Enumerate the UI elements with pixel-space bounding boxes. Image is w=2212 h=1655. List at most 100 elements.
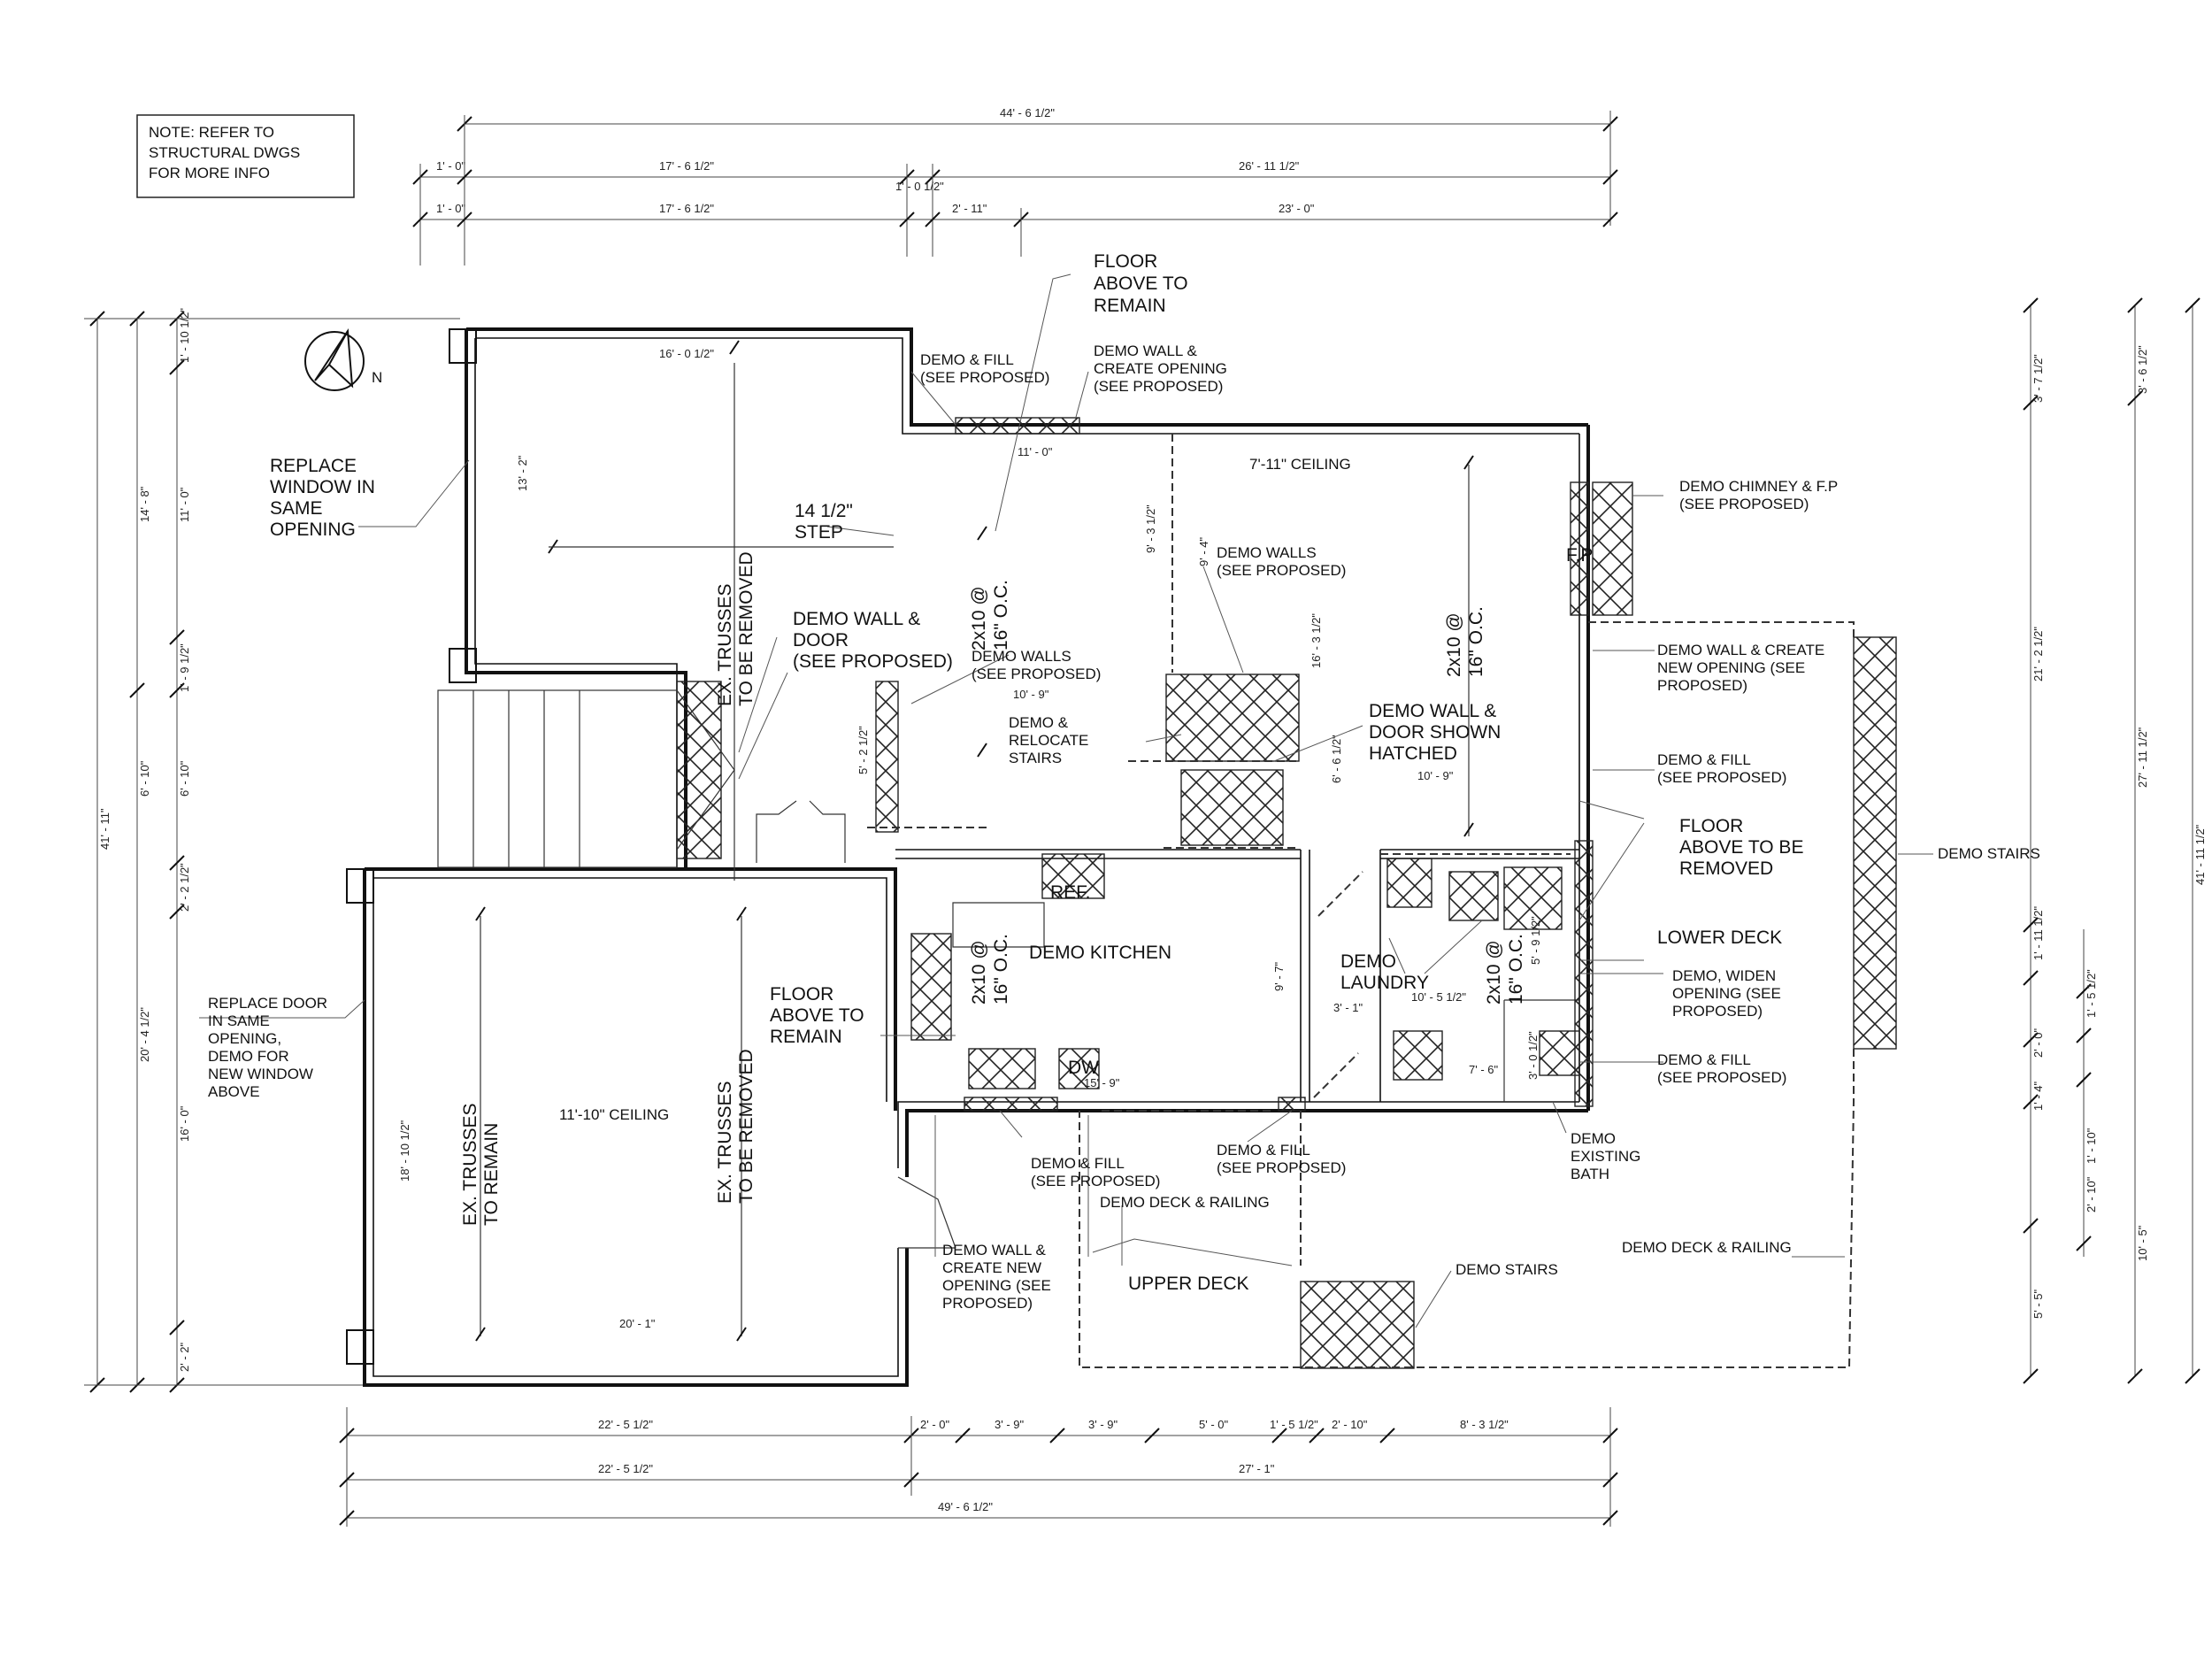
dim-bot-r1-g: 2' - 10" <box>1332 1418 1368 1431</box>
dim-left-overall: 41' - 11" <box>98 808 111 850</box>
dim-right-j: 2' - 10" <box>2085 1176 2098 1212</box>
label-demo-kitchen: DEMO KITCHEN <box>1029 943 1171 963</box>
label-demo-wall-create-new-r-2: NEW OPENING (SEE <box>1657 659 1805 676</box>
label-joist-d-2: 16" O.C. <box>1506 934 1526 1005</box>
label-demo-wall-create-new-b-3: OPENING (SEE <box>942 1277 1051 1294</box>
dim-bot-overall: 49' - 6 1/2" <box>938 1500 993 1513</box>
dim-top-r3-d: 23' - 0" <box>1279 202 1315 215</box>
label-replace-door-2: IN SAME <box>208 1012 270 1029</box>
label-demo-laundry-2: LAUNDRY <box>1340 973 1429 993</box>
dim-left-c: 1' - 10 1/2" <box>178 308 191 363</box>
label-replace-door-3: OPENING, <box>208 1030 281 1047</box>
label-upper-deck: UPPER DECK <box>1128 1274 1249 1294</box>
dim-3-0-5: 3' - 0 1/2" <box>1526 1031 1540 1080</box>
dim-left-g: 6' - 10" <box>178 760 191 797</box>
label-replace-door-1: REPLACE DOOR <box>208 995 327 1012</box>
label-floor-above-remain-mid-3: REMAIN <box>770 1027 842 1047</box>
dim-bot-r1-b: 2' - 0" <box>920 1418 949 1431</box>
dim-top-r2-b: 17' - 6 1/2" <box>659 159 714 173</box>
label-demo-wall-door-hatched-2: DOOR SHOWN <box>1369 722 1501 743</box>
label-ex-trusses-removed-top-1: EX. TRUSSES <box>715 584 735 707</box>
dim-9-3-5: 9' - 3 1/2" <box>1144 504 1157 553</box>
label-demo-walls-1-2: (SEE PROPOSED) <box>1217 562 1346 579</box>
label-demo-wall-door-2: DOOR <box>793 630 849 650</box>
label-demo-existing-bath-2: EXISTING <box>1571 1148 1640 1165</box>
label-demo-wall-door-hatched-1: DEMO WALL & <box>1369 701 1496 721</box>
dim-bot-r1-h: 8' - 3 1/2" <box>1460 1418 1509 1431</box>
dim-3-1: 3' - 1" <box>1333 1001 1363 1014</box>
label-demo-existing-bath-3: BATH <box>1571 1166 1609 1182</box>
label-demo-fill-b2-2: (SEE PROPOSED) <box>1217 1159 1346 1176</box>
label-replace-window-2: WINDOW IN <box>270 477 375 497</box>
note-line-2: STRUCTURAL DWGS <box>149 144 300 161</box>
label-joist-c-1: 2x10 @ <box>969 940 989 1005</box>
label-demo-deck-railing-2: DEMO DECK & RAILING <box>1622 1239 1792 1256</box>
interior-dimensions: 16' - 0 1/2" 13' - 2" 11' - 0" 9' - 3 1/… <box>398 347 1542 1330</box>
label-lower-deck: LOWER DECK <box>1657 928 1782 948</box>
label-replace-door-5: NEW WINDOW <box>208 1066 313 1082</box>
label-demo-widen-2: OPENING (SEE <box>1672 985 1781 1002</box>
label-demo-relocate-1: DEMO & <box>1009 714 1069 731</box>
dim-right-a: 3' - 6 1/2" <box>2136 345 2149 394</box>
label-demo-stairs-right: DEMO STAIRS <box>1938 845 2040 862</box>
dim-right-f: 1' - 5 1/2" <box>2085 969 2098 1018</box>
label-ex-trusses-removed-bot-1: EX. TRUSSES <box>715 1082 735 1205</box>
note-line-1: NOTE: REFER TO <box>149 124 274 141</box>
dim-11-0: 11' - 0" <box>1018 445 1053 458</box>
dim-18-10-5: 18' - 10 1/2" <box>398 1120 411 1182</box>
dim-10-5-5: 10' - 5 1/2" <box>1411 990 1466 1004</box>
label-ceiling-11-10: 11'-10" CEILING <box>559 1106 669 1123</box>
label-demo-chimney-1: DEMO CHIMNEY & F.P <box>1679 478 1838 495</box>
label-floor-above-remain-mid-1: FLOOR <box>770 984 833 1005</box>
dim-left-j: 2' - 2" <box>178 1343 191 1372</box>
label-floor-above-remain-top-3: REMAIN <box>1094 296 1166 316</box>
dim-top-r3-c: 2' - 11" <box>952 202 987 215</box>
label-demo-wall-create-new-b-4: PROPOSED) <box>942 1295 1033 1312</box>
dim-top-r2-c: 1' - 0 1/2" <box>895 180 944 193</box>
label-ex-trusses-removed-top-2: TO BE REMOVED <box>736 551 757 706</box>
label-demo-fill-b1-2: (SEE PROPOSED) <box>1031 1173 1160 1189</box>
dim-10-9-b: 10' - 9" <box>1417 769 1454 782</box>
dim-left-b: 20' - 4 1/2" <box>138 1007 151 1062</box>
dim-right-e: 1' - 11 1/2" <box>2032 906 2045 960</box>
dim-13-2: 13' - 2" <box>516 455 529 491</box>
existing-stairs <box>437 689 735 868</box>
dim-9-7: 9' - 7" <box>1272 962 1286 991</box>
demo-dashed-outlines <box>867 434 1855 1368</box>
label-step-1: 14 1/2" <box>795 501 853 521</box>
dim-6-6-5: 6' - 6 1/2" <box>1330 735 1343 783</box>
label-replace-window-4: OPENING <box>270 520 356 540</box>
dim-right-overall: 41' - 11 1/2" <box>2193 824 2207 885</box>
note-line-3: FOR MORE INFO <box>149 165 270 181</box>
label-demo-fill-r1-2: (SEE PROPOSED) <box>1657 769 1786 786</box>
dim-16-3-5: 16' - 3 1/2" <box>1310 613 1323 668</box>
top-dimension-strings: 44' - 6 1/2" 1' - 0" 17' - 6 1/2" 1' - 0… <box>412 106 1618 266</box>
dim-bot-r1-f: 1' - 5 1/2" <box>1270 1418 1318 1431</box>
dim-left-e: 1' - 9 1/2" <box>178 643 191 692</box>
dim-top-r2-d: 26' - 11 1/2" <box>1239 159 1300 173</box>
label-dishwasher: DW <box>1068 1058 1099 1078</box>
dim-9-4: 9' - 4" <box>1197 537 1210 566</box>
label-replace-window-1: REPLACE <box>270 456 357 476</box>
label-ex-trusses-removed-bot-2: TO BE REMOVED <box>736 1049 757 1204</box>
dim-16-0-5: 16' - 0 1/2" <box>659 347 714 360</box>
label-demo-relocate-2: RELOCATE <box>1009 732 1088 749</box>
label-floor-above-removed-1: FLOOR <box>1679 816 1743 836</box>
truss-indicators <box>475 340 1474 1342</box>
dim-20-1: 20' - 1" <box>619 1317 656 1330</box>
label-demo-laundry-1: DEMO <box>1340 951 1396 972</box>
leader-lines <box>199 273 1933 1328</box>
left-dimension-strings: 41' - 11" 14' - 8" 20' - 4 1/2" 1' - 10 … <box>84 308 460 1393</box>
label-demo-fill-b1-1: DEMO & FILL <box>1031 1155 1125 1172</box>
dim-bot-r2-a: 22' - 5 1/2" <box>598 1462 653 1475</box>
label-replace-door-4: DEMO FOR <box>208 1048 289 1065</box>
label-demo-wall-create-top-1: DEMO WALL & <box>1094 343 1197 359</box>
dim-10-9-a: 10' - 9" <box>1013 688 1049 701</box>
dim-left-f: 6' - 10" <box>138 760 151 797</box>
label-demo-chimney-2: (SEE PROPOSED) <box>1679 496 1809 512</box>
structural-note-box: NOTE: REFER TO STRUCTURAL DWGS FOR MORE … <box>136 114 355 198</box>
label-demo-fill-b2-1: DEMO & FILL <box>1217 1142 1310 1158</box>
label-joist-b-2: 16" O.C. <box>1466 606 1486 677</box>
dim-right-k: 10' - 5" <box>2136 1225 2149 1261</box>
dim-bot-r1-c: 3' - 9" <box>995 1418 1024 1431</box>
